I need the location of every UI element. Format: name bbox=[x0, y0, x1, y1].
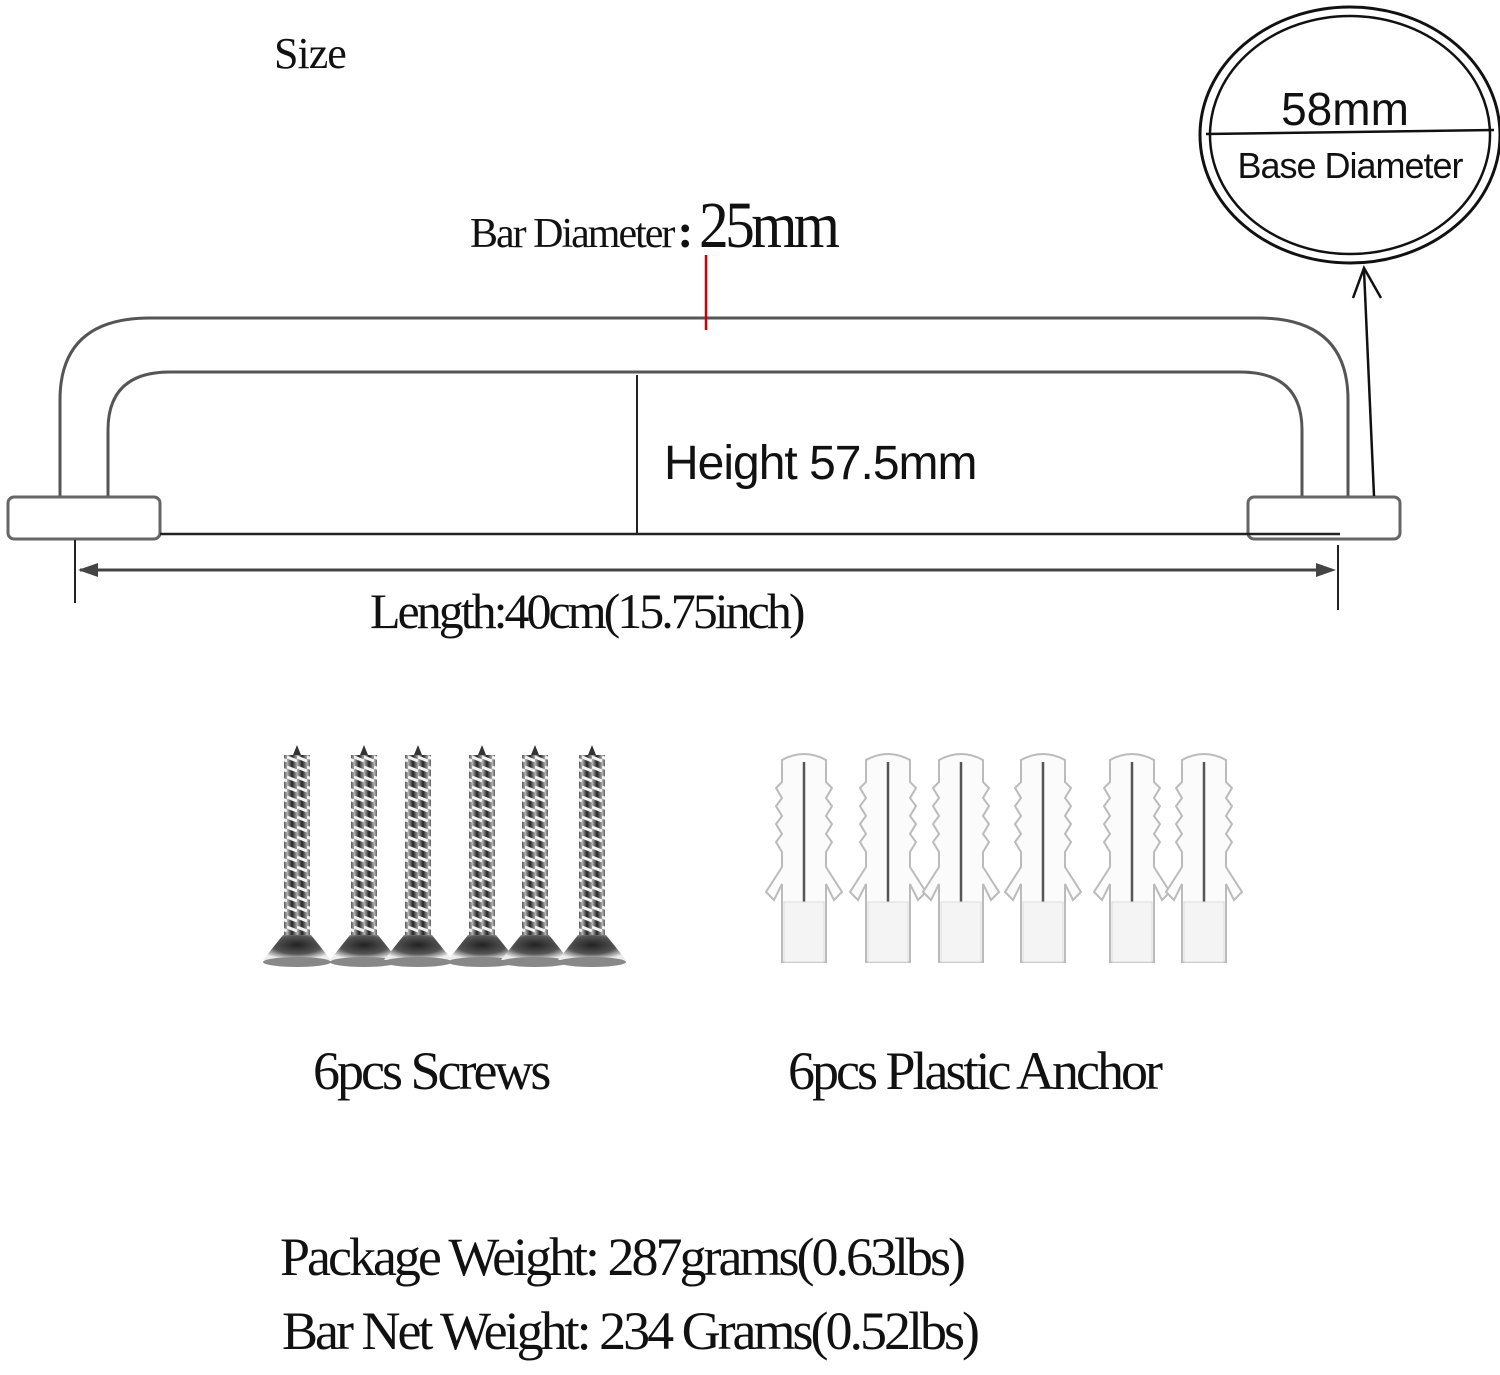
screws-image bbox=[263, 745, 626, 967]
plastic-anchor-icon bbox=[1164, 752, 1244, 964]
height-label: Height 57.5mm bbox=[664, 437, 977, 490]
bar-diameter-colon: : bbox=[677, 205, 694, 258]
plastic-anchor-icon bbox=[1092, 752, 1172, 964]
base-circle-divider bbox=[1205, 128, 1495, 136]
screw-icon bbox=[501, 745, 569, 967]
plastic-anchor-icon bbox=[848, 752, 928, 964]
plastic-anchor-icon bbox=[921, 752, 1001, 964]
bar-net-weight: Bar Net Weight: 234 Grams(0.52lbs) bbox=[282, 1301, 980, 1361]
arrow-up-icon bbox=[1351, 265, 1383, 299]
screw-icon bbox=[558, 745, 626, 967]
anchors-image bbox=[764, 752, 1244, 964]
base-diameter-label: Base Diameter bbox=[1237, 145, 1463, 186]
arrow-left-icon bbox=[78, 563, 98, 577]
bar-diameter-value: 25mm bbox=[699, 189, 840, 262]
screw-icon bbox=[384, 745, 452, 967]
plastic-anchor-icon bbox=[1003, 752, 1083, 964]
screw-icon bbox=[448, 745, 516, 967]
base-circle-outer bbox=[1198, 5, 1500, 265]
bar-inner-outline bbox=[106, 370, 1304, 500]
right-base bbox=[1246, 495, 1402, 541]
package-weight: Package Weight: 287grams(0.63lbs) bbox=[280, 1227, 966, 1287]
screw-icon bbox=[263, 745, 331, 967]
bar-diameter-annotation: Bar Diameter:25mm bbox=[470, 188, 852, 264]
screws-label: 6pcs Screws bbox=[313, 1041, 551, 1101]
bar-diameter-label: Bar Diameter bbox=[470, 211, 675, 257]
left-base bbox=[6, 495, 162, 541]
screw-icon bbox=[330, 745, 398, 967]
bar-outer-outline bbox=[58, 316, 1350, 500]
base-pointer-line bbox=[1362, 269, 1376, 497]
base-diameter-value: 58mm bbox=[1281, 83, 1409, 135]
arrow-right-icon bbox=[1316, 563, 1336, 577]
plastic-anchor-icon bbox=[764, 752, 844, 964]
anchors-label: 6pcs Plastic Anchor bbox=[788, 1041, 1163, 1101]
length-label: Length:40cm(15.75inch) bbox=[370, 583, 805, 639]
page-title: Size bbox=[274, 29, 347, 78]
